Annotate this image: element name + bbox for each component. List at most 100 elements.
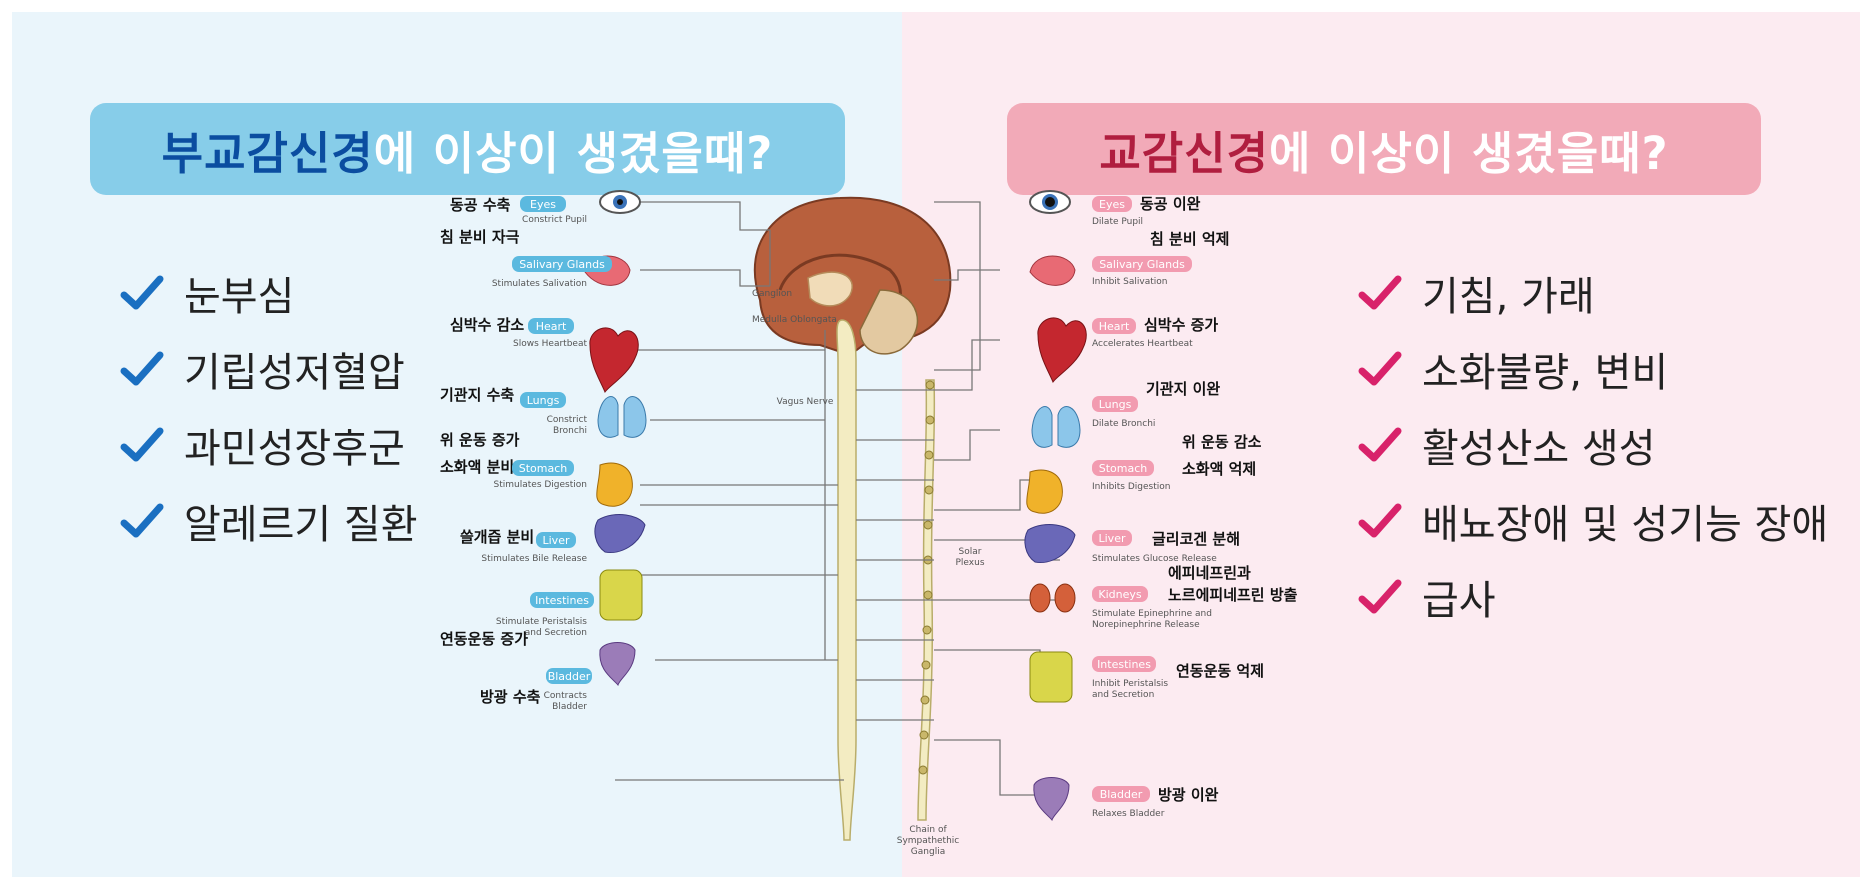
- left-organ-illustrations: [584, 190, 647, 687]
- right-labels: Eyes 동공 이완 Dilate Pupil 침 분비 억제 Salivary…: [1092, 195, 1298, 819]
- organ-effect-label: 위 운동 감소: [1182, 433, 1262, 451]
- organ-tag: [512, 460, 574, 476]
- liver-icon: [594, 514, 646, 554]
- medulla-label: Medulla Oblongata: [752, 315, 837, 325]
- organ-tag-label: Salivary Glands: [1099, 258, 1185, 271]
- list-item-label: 알레르기 질환: [184, 502, 418, 548]
- check-icon: [120, 351, 164, 386]
- organ-tag-label: Intestines: [535, 594, 589, 607]
- ganglion-label: Ganglion: [752, 289, 792, 299]
- organ-tag: [1092, 786, 1150, 802]
- left-labels: 동공 수축 Eyes Constrict Pupil 침 분비 자극 Saliv…: [440, 196, 612, 712]
- right-organ-illustrations: [1024, 190, 1087, 822]
- chain-label-3: Ganglia: [911, 847, 945, 857]
- list-item: 소화불량, 변비: [1358, 331, 1828, 407]
- organ-effect-label: 연동운동 증가: [440, 630, 528, 648]
- organ-effect-english: Contracts: [544, 691, 588, 701]
- list-item-label: 과민성장후군: [184, 426, 405, 472]
- stomach-icon: [1026, 469, 1063, 514]
- list-item-label: 기립성저혈압: [184, 350, 405, 396]
- list-item: 배뇨장애 및 성기능 장애: [1358, 483, 1828, 559]
- organ-tag: [520, 392, 566, 408]
- organ-tag: [546, 668, 592, 684]
- organ-effect-label: 기관지 수축: [440, 386, 514, 404]
- eye-icon: [599, 190, 641, 214]
- organ-tag: [1092, 586, 1148, 602]
- organ-tag-label: Bladder: [548, 670, 591, 683]
- organ-effect-english: Dilate Bronchi: [1092, 419, 1155, 429]
- vagus-nerve-label: Vagus Nerve: [777, 397, 834, 407]
- kidneys-icon: [1029, 583, 1076, 613]
- organ-effect-label: 침 분비 억제: [1150, 230, 1229, 248]
- organ-effect-english: Stimulates Glucose Release: [1092, 554, 1217, 564]
- organ-effect-english: Slows Heartbeat: [513, 339, 587, 349]
- list-item: 급사: [1358, 559, 1828, 635]
- organ-tag: [536, 532, 576, 548]
- organ-effect-english: Dilate Pupil: [1092, 217, 1143, 227]
- check-icon: [1358, 351, 1402, 386]
- organ-effect-label: 소화액 분비: [440, 458, 514, 476]
- list-item-label: 활성산소 생성: [1422, 426, 1656, 472]
- organ-tag-label: Eyes: [530, 198, 556, 211]
- organ-tag-label: Intestines: [1097, 658, 1151, 671]
- organ-effect-label: 쓸개즙 분비: [460, 528, 534, 546]
- parasympathetic-symptom-list: 눈부심 기립성저혈압 과민성장후군 알레르기 질환: [120, 255, 418, 559]
- nerve-lines: [615, 201, 1060, 796]
- organ-effect-english: Stimulate Peristalsis: [496, 617, 587, 627]
- organ-tag: [1092, 196, 1132, 212]
- organ-effect-english: Stimulates Salivation: [492, 279, 587, 289]
- check-icon: [1358, 503, 1402, 538]
- parasympathetic-title-rest: 에 이상이 생겼을때?: [373, 126, 774, 180]
- lungs-icon: [597, 396, 647, 438]
- liver-icon: [1024, 524, 1076, 564]
- organ-effect-english: Inhibits Digestion: [1092, 482, 1170, 492]
- list-item: 활성산소 생성: [1358, 407, 1828, 483]
- nervous-system-diagram: 동공 수축 Eyes Constrict Pupil 침 분비 자극 Saliv…: [440, 190, 1298, 857]
- organ-effect-label: 연동운동 억제: [1176, 662, 1264, 680]
- sympathetic-title-highlight: 교감신경: [1099, 126, 1269, 180]
- organ-effect-label: 침 분비 자극: [440, 228, 520, 246]
- organ-tag-label: Liver: [543, 534, 570, 547]
- organ-tag: [1092, 530, 1132, 546]
- organ-tag: [1092, 318, 1136, 334]
- organ-effect-label: 방광 이완: [1158, 786, 1219, 804]
- organ-effect-label: 심박수 증가: [1144, 316, 1218, 334]
- organ-effect-label: 글리코겐 분해: [1152, 530, 1240, 548]
- organ-effect-english-2: and Secretion: [1092, 690, 1154, 700]
- bladder-icon: [1033, 777, 1070, 822]
- organ-tag-label: Liver: [1099, 532, 1126, 545]
- organ-tag: [1092, 656, 1156, 672]
- organ-effect-english: Constrict Pupil: [522, 215, 587, 225]
- organ-effect-label: 동공 수축: [450, 196, 511, 214]
- sympathetic-title-rest: 에 이상이 생겼을때?: [1268, 126, 1669, 180]
- stomach-icon: [596, 462, 633, 507]
- list-item-label: 급사: [1422, 578, 1496, 624]
- organ-effect-english-2: Norepinephrine Release: [1092, 620, 1200, 630]
- organ-effect-english: Accelerates Heartbeat: [1092, 339, 1193, 349]
- organ-effect-label: 동공 이완: [1140, 195, 1201, 213]
- organ-tag: [520, 196, 566, 212]
- brain-illustration: [753, 196, 952, 357]
- check-icon: [120, 503, 164, 538]
- chain-label: Chain of: [909, 825, 947, 835]
- bladder-icon: [599, 642, 636, 687]
- check-icon: [1358, 275, 1402, 310]
- list-item: 기립성저혈압: [120, 331, 418, 407]
- check-icon: [1358, 579, 1402, 614]
- organ-effect-english: Inhibit Peristalsis: [1092, 679, 1168, 689]
- organ-tag-label: Stomach: [519, 462, 568, 475]
- organ-effect-label: 심박수 감소: [450, 316, 524, 334]
- list-item-label: 소화불량, 변비: [1422, 350, 1669, 396]
- organ-tag-label: Eyes: [1099, 198, 1125, 211]
- heart-icon: [589, 327, 639, 394]
- organ-effect-english-2: Bronchi: [553, 426, 587, 436]
- organ-tag-label: Bladder: [1100, 788, 1143, 801]
- list-item-label: 배뇨장애 및 성기능 장애: [1422, 502, 1829, 548]
- organ-effect-label: 에피네프린과: [1168, 564, 1251, 582]
- organ-tag: [528, 318, 574, 334]
- check-icon: [120, 275, 164, 310]
- center-labels: Ganglion Medulla Oblongata Vagus Nerve S…: [752, 289, 985, 857]
- organ-effect-english: Stimulates Bile Release: [481, 554, 587, 564]
- organ-tag: [1092, 460, 1154, 476]
